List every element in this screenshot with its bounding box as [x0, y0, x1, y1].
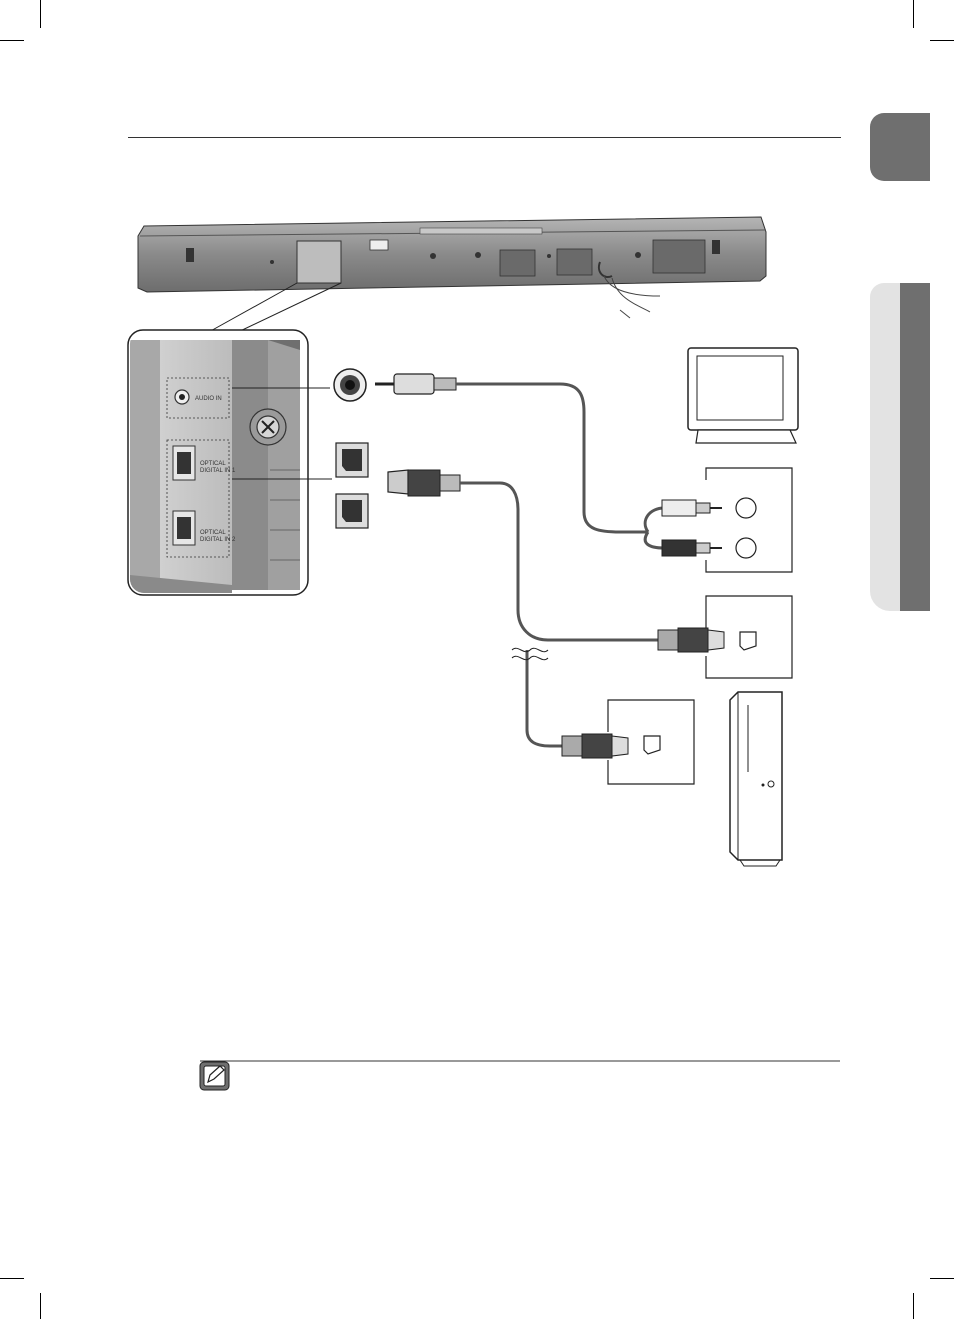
label-optical-2-line2: DIGITAL IN 2: [200, 537, 236, 543]
optical-jack-1-icon: [336, 443, 368, 477]
soundbar: [138, 217, 766, 318]
optical-output-panel-2: [562, 700, 694, 784]
label-optical-2-line1: OPTICAL: [200, 530, 226, 536]
analog-output-panel: [706, 468, 792, 572]
optical-output-panel-1: [658, 596, 792, 678]
label-optical-1-line1: OPTICAL: [200, 461, 226, 467]
optical-jack-2-icon: [336, 494, 368, 528]
stereo-mini-plug-icon: [375, 374, 456, 394]
label-optical-1-line2: DIGITAL IN 1: [200, 468, 236, 474]
rear-panel-closeup: AUDIO IN OPTICAL DIGITAL IN 1 OPTICAL DI…: [128, 330, 308, 595]
label-audio-in: AUDIO IN: [195, 396, 222, 402]
audio-in-jack-icon: [334, 369, 366, 401]
tv-icon: [688, 348, 798, 443]
rca-plug-red-icon: [662, 540, 722, 556]
set-top-box-icon: [730, 692, 782, 866]
rca-plug-white-icon: [662, 500, 722, 516]
optical-plug-icon: [388, 470, 460, 496]
pencil-note-icon: [200, 1062, 229, 1090]
